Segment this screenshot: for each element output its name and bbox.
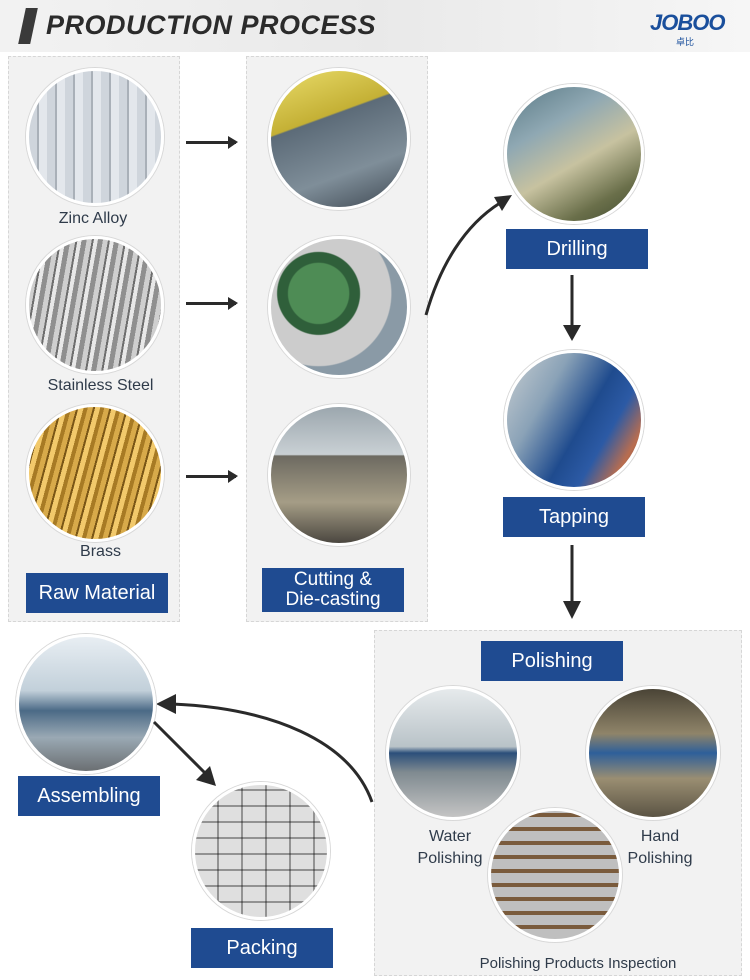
arrow-diagonal-to-packing	[152, 720, 216, 786]
assembling-badge: Assembling	[18, 776, 160, 816]
arrow-down	[563, 545, 581, 619]
tapping-badge: Tapping	[503, 497, 645, 537]
packing-badge: Packing	[191, 928, 333, 968]
logo-subtext: 卓比	[675, 37, 694, 47]
water-polishing-image	[386, 686, 520, 820]
hand-polishing-image	[586, 686, 720, 820]
arrow-down	[563, 275, 581, 341]
water-polishing-label: Water Polishing	[400, 826, 500, 870]
brass-image	[26, 404, 164, 542]
water-polishing-label-line2: Polishing	[417, 850, 483, 867]
press-machine-image	[268, 236, 410, 378]
zinc-alloy-image	[26, 68, 164, 206]
brass-label: Brass	[80, 543, 121, 560]
assembling-image	[16, 634, 156, 774]
arrow-right	[186, 136, 238, 149]
tapping-image	[504, 350, 644, 490]
hand-polishing-label-line1: Hand	[640, 828, 680, 845]
arrow-right	[186, 297, 238, 310]
hand-polishing-label: Hand Polishing	[612, 826, 708, 870]
page-title: PRODUCTION PROCESS	[46, 10, 377, 40]
die-casting-machine-image	[268, 68, 410, 210]
packing-image	[192, 782, 330, 920]
zinc-alloy-label: Zinc Alloy	[58, 210, 128, 227]
arrow-right	[186, 470, 238, 483]
drilling-image	[504, 84, 644, 224]
cutting-die-casting-badge: Cutting & Die-casting	[262, 568, 404, 612]
stainless-steel-label: Stainless Steel	[47, 377, 154, 394]
brand-logo: JOBOO 卓比	[650, 10, 740, 48]
drilling-badge: Drilling	[506, 229, 648, 269]
inspection-label: Polishing Products Inspection	[479, 955, 677, 972]
water-polishing-label-line1: Water	[428, 828, 472, 845]
cutting-workshop-image	[268, 404, 410, 546]
curved-arrow-to-assembling	[156, 694, 374, 803]
page-header	[0, 0, 750, 52]
polishing-badge: Polishing	[481, 641, 623, 681]
logo-text: JOBOO	[650, 10, 725, 35]
stainless-steel-image	[26, 236, 164, 374]
cutting-badge-line2: Die-casting	[285, 589, 381, 610]
cutting-badge-line1: Cutting &	[293, 569, 373, 590]
inspection-image	[488, 808, 622, 942]
raw-material-badge: Raw Material	[26, 573, 168, 613]
hand-polishing-label-line2: Polishing	[627, 850, 693, 867]
curved-arrow-to-drilling	[424, 195, 512, 316]
